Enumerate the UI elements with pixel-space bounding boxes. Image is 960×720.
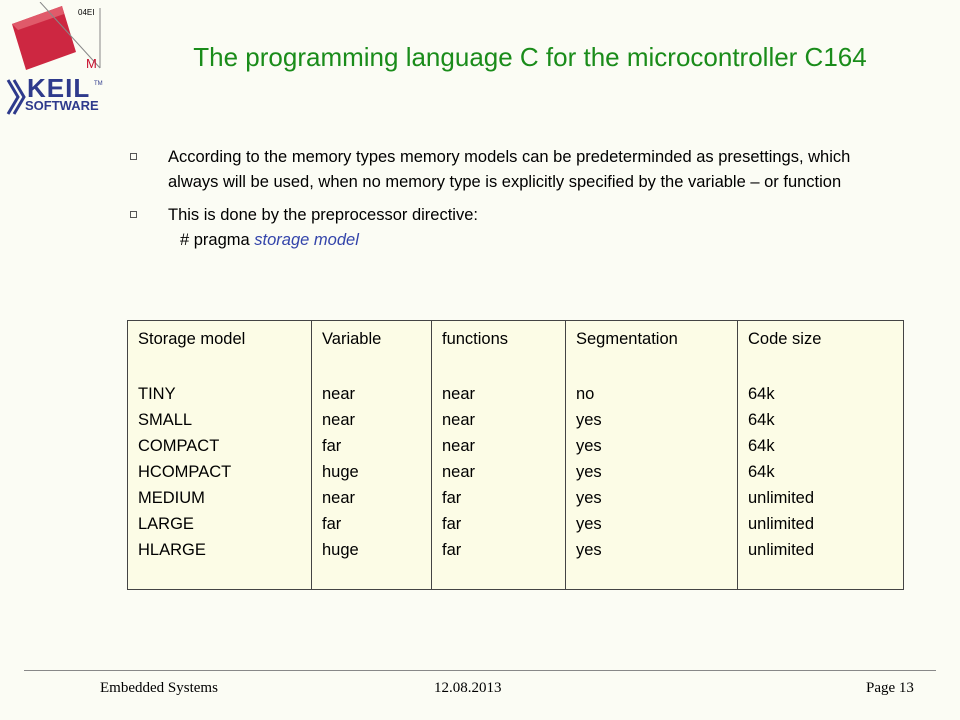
bullet-list: According to the memory types memory mod… xyxy=(130,145,870,261)
table-cell: near xyxy=(442,385,476,403)
logo-brand: KEIL xyxy=(27,73,91,103)
table-cell: far xyxy=(322,515,342,533)
logo-letter: M xyxy=(86,56,97,71)
column-header: Variable xyxy=(322,330,382,348)
table-cell: 64k xyxy=(748,385,775,403)
logo-software: SOFTWARE xyxy=(25,98,99,113)
table-cell: 64k xyxy=(748,411,775,429)
logo-diamond-icon xyxy=(12,2,101,70)
logo-bracket-icon xyxy=(6,79,26,115)
bullet-text: According to the memory types memory mod… xyxy=(168,148,851,191)
table-cell: unlimited xyxy=(748,541,815,559)
table-cell: far xyxy=(442,489,462,507)
column-cells: no yes yes yes yes yes yes xyxy=(576,381,602,563)
column-header: Segmentation xyxy=(576,330,678,348)
table-cell: unlimited xyxy=(748,489,815,507)
table-cell: huge xyxy=(322,463,359,481)
keil-logo: 04EI M KEIL TM SOFTWARE xyxy=(4,2,104,120)
table-cell: 64k xyxy=(748,463,775,481)
column-cells: TINY SMALL COMPACT HCOMPACT MEDIUM LARGE… xyxy=(138,381,231,563)
bullet-text: This is done by the preprocessor directi… xyxy=(168,206,478,224)
directive-code: # pragma storage model xyxy=(168,231,359,249)
table-cell: yes xyxy=(576,489,602,507)
column-cells: 64k 64k 64k 64k unlimited unlimited unli… xyxy=(748,381,814,563)
directive-prefix: # pragma xyxy=(180,231,255,249)
table-cell: TINY xyxy=(138,385,176,403)
table-cell: near xyxy=(322,385,356,403)
table-cell: near xyxy=(442,411,476,429)
footer-date: 12.08.2013 xyxy=(434,680,502,696)
square-bullet-icon xyxy=(130,211,137,218)
footer-page-number: Page 13 xyxy=(866,680,914,696)
column-cells: near near far huge near far huge xyxy=(322,381,359,563)
table-cell: near xyxy=(442,463,476,481)
logo-wordmark: KEIL TM SOFTWARE xyxy=(6,75,104,119)
table-cell: yes xyxy=(576,515,602,533)
table-cell: COMPACT xyxy=(138,437,220,455)
table-cell: yes xyxy=(576,463,602,481)
table-cell: far xyxy=(442,541,462,559)
table-cell: 64k xyxy=(748,437,775,455)
column-header: functions xyxy=(442,330,509,348)
logo-tag: 04EI xyxy=(78,8,95,17)
table-cell: SMALL xyxy=(138,411,193,429)
logo-trademark: TM xyxy=(94,81,103,87)
slide-title: The programming language C for the micro… xyxy=(193,42,867,72)
table-cell: yes xyxy=(576,541,602,559)
table-column: Segmentation no yes yes yes yes yes yes xyxy=(565,321,738,589)
column-cells: near near near near far far far xyxy=(442,381,475,563)
table-cell: unlimited xyxy=(748,515,815,533)
table-cell: near xyxy=(322,489,356,507)
table-cell: no xyxy=(576,385,595,403)
footer-divider xyxy=(24,670,936,671)
table-cell: huge xyxy=(322,541,359,559)
table-cell: yes xyxy=(576,411,602,429)
table-column: Variable near near far huge near far hug… xyxy=(311,321,432,589)
table-cell: near xyxy=(442,437,476,455)
table-cell: far xyxy=(442,515,462,533)
table-cell: HCOMPACT xyxy=(138,463,232,481)
table-column: Storage model TINY SMALL COMPACT HCOMPAC… xyxy=(128,321,311,589)
directive-argument: storage model xyxy=(254,231,359,249)
table-cell: LARGE xyxy=(138,515,194,533)
table-cell: near xyxy=(322,411,356,429)
table-cell: MEDIUM xyxy=(138,489,205,507)
bullet-item: This is done by the preprocessor directi… xyxy=(130,203,870,253)
table-cell: yes xyxy=(576,437,602,455)
table-column: Code size 64k 64k 64k 64k unlimited unli… xyxy=(737,321,904,589)
footer-course: Embedded Systems xyxy=(100,680,218,696)
bullet-item: According to the memory types memory mod… xyxy=(130,145,870,195)
square-bullet-icon xyxy=(130,153,137,160)
memory-model-table: Storage model TINY SMALL COMPACT HCOMPAC… xyxy=(127,320,904,590)
table-cell: HLARGE xyxy=(138,541,206,559)
column-header: Storage model xyxy=(138,330,246,348)
table-column: functions near near near near far far fa… xyxy=(431,321,566,589)
column-header: Code size xyxy=(748,330,822,348)
table-cell: far xyxy=(322,437,342,455)
